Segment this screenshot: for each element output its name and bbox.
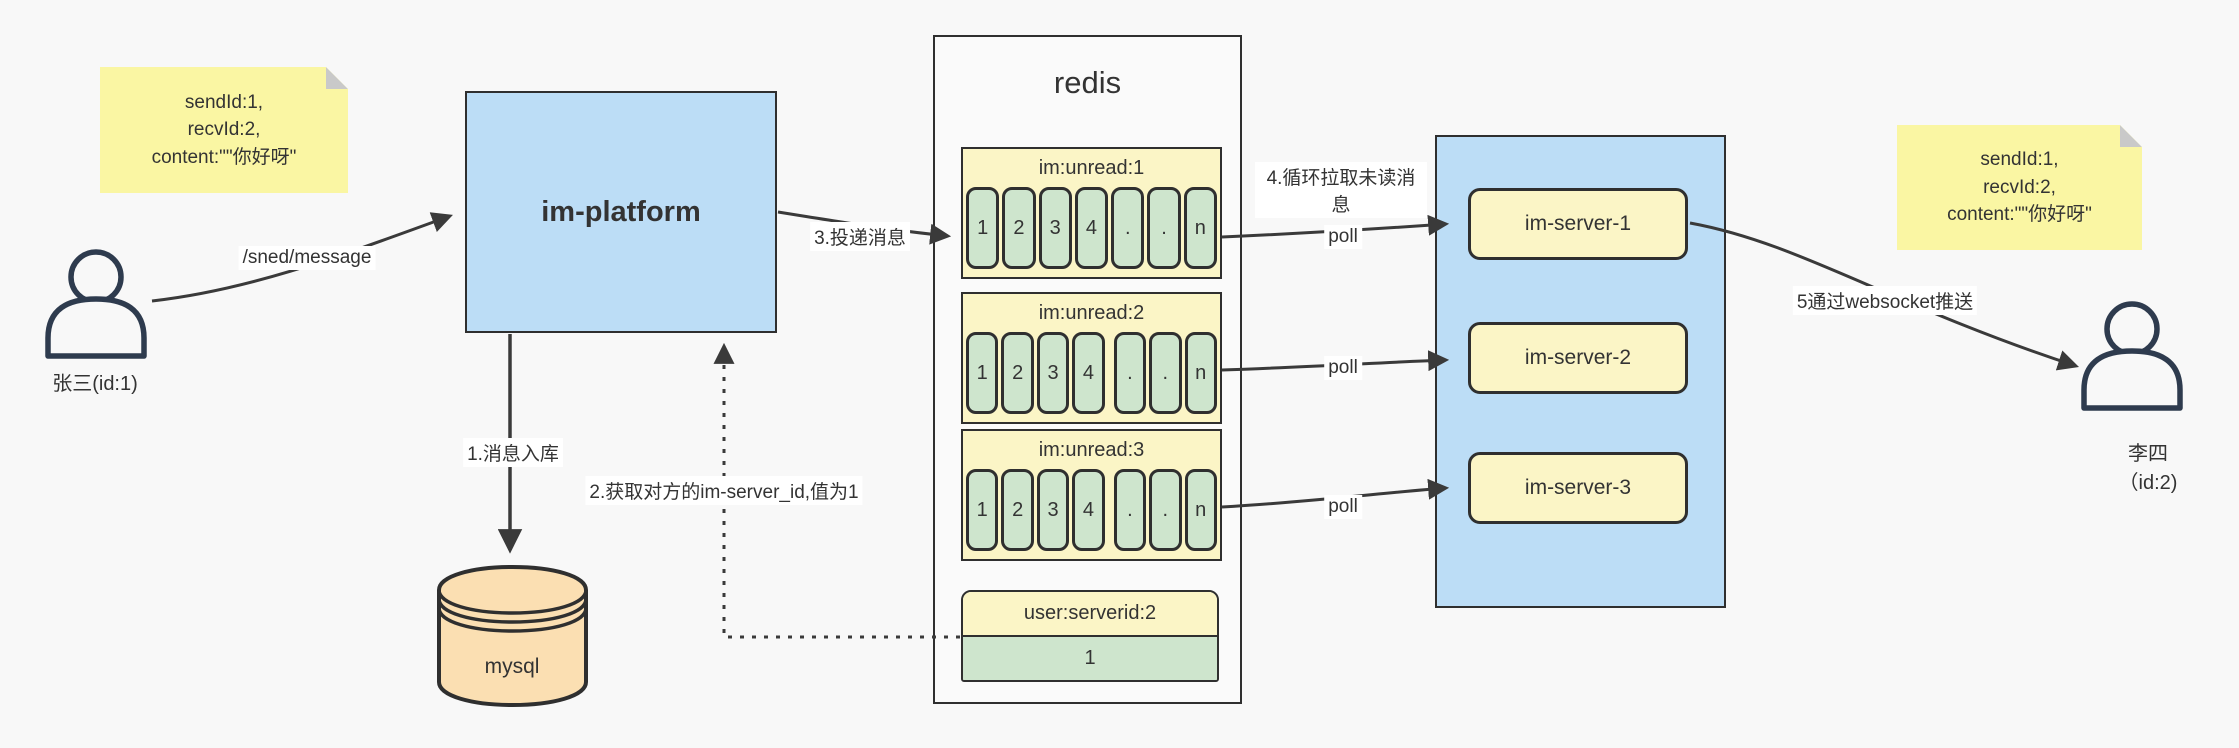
user-serverid-block: user:serverid:2 1 — [961, 590, 1219, 682]
kv-value: 1 — [963, 637, 1217, 680]
queue-cell: 1 — [966, 187, 1000, 269]
queue-header: im:unread:3 — [1038, 438, 1145, 461]
unread-queue-2: im:unread:2 1 2 3 4 . . n — [961, 292, 1222, 424]
queue-cell: n — [1184, 469, 1217, 551]
queue-cell: n — [1184, 332, 1217, 414]
queue-cell: . — [1113, 332, 1147, 414]
note-fold-corner-icon — [326, 67, 348, 89]
queue-cell: 1 — [966, 469, 999, 551]
im-server-2-box: im-server-2 — [1468, 322, 1688, 394]
receiver-message-note: sendId:1, recvId:2, content:""你好呀" — [1897, 125, 2142, 250]
poll-label-3: poll — [1324, 495, 1362, 519]
queue-cell: 4 — [1074, 187, 1109, 269]
im-server-label: im-server-1 — [1524, 212, 1632, 235]
queue-cell: 3 — [1038, 187, 1072, 269]
step4-label: 4.循环拉取未读消息 — [1255, 162, 1427, 218]
sender-person-icon — [45, 249, 147, 359]
queue-cell: . — [1113, 469, 1147, 551]
queue-cell: 3 — [1036, 332, 1070, 414]
note-line: content:""你好呀" — [1947, 204, 2092, 226]
queue-cells: 1 2 3 4 . . n — [963, 332, 1220, 414]
queue-cell: 2 — [1001, 332, 1034, 414]
receiver-person-icon — [2081, 301, 2183, 411]
redis-title: redis — [1053, 65, 1122, 100]
unread-queue-1: im:unread:1 1 2 3 4 . . n — [961, 147, 1222, 279]
note-line: sendId:1, — [1980, 149, 2059, 171]
im-server-1-box: im-server-1 — [1468, 188, 1688, 260]
unread-queue-3: im:unread:3 1 2 3 4 . . n — [961, 429, 1222, 561]
receiver-name-label: 李四（id:2) — [2118, 443, 2178, 494]
poll-label-2: poll — [1324, 356, 1362, 380]
sender-name-label: 张三(id:1) — [52, 373, 138, 395]
queue-cells: 1 2 3 4 . . n — [963, 187, 1220, 269]
queue-cell: 4 — [1072, 469, 1105, 551]
mysql-database-icon: mysql — [437, 564, 588, 708]
poll-label-1: poll — [1324, 225, 1362, 249]
im-server-3-box: im-server-3 — [1468, 452, 1688, 524]
step1-label: 1.消息入库 — [463, 438, 563, 467]
im-platform-label: im-platform — [541, 195, 701, 228]
step5-label: 5通过websocket推送 — [1792, 286, 1978, 315]
note-line: recvId:2, — [1983, 176, 2056, 198]
step3-label: 3.投递消息 — [810, 222, 910, 251]
queue-cell: 3 — [1036, 469, 1070, 551]
im-server-label: im-server-3 — [1524, 476, 1632, 499]
queue-cell: 1 — [966, 332, 999, 414]
queue-cell: 4 — [1072, 332, 1105, 414]
redis-container: redis im:unread:1 1 2 3 4 . . n im:unrea… — [933, 35, 1242, 704]
queue-cells: 1 2 3 4 . . n — [963, 469, 1220, 551]
queue-header: im:unread:2 — [1038, 301, 1145, 324]
im-platform-box: im-platform — [465, 91, 777, 333]
queue-cell: 2 — [1001, 469, 1034, 551]
note-line: sendId:1, — [184, 91, 264, 113]
queue-cell: 2 — [1002, 187, 1036, 269]
note-line: content:""你好呀" — [151, 146, 297, 168]
step2-label: 2.获取对方的im-server_id,值为1 — [585, 476, 863, 505]
queue-cell: . — [1111, 187, 1145, 269]
queue-header: im:unread:1 — [1038, 156, 1145, 179]
queue-cell: n — [1183, 187, 1217, 269]
note-fold-corner-icon — [2120, 125, 2142, 147]
queue-cell: . — [1147, 187, 1181, 269]
mysql-label: mysql — [485, 655, 540, 678]
queue-cell: . — [1149, 332, 1182, 414]
sender-message-note: sendId:1, recvId:2, content:""你好呀" — [100, 67, 348, 193]
note-line: recvId:2, — [187, 119, 261, 141]
im-server-label: im-server-2 — [1524, 346, 1632, 369]
kv-header: user:serverid:2 — [963, 592, 1217, 637]
queue-cell: . — [1149, 469, 1182, 551]
send-api-label: /sned/message — [238, 246, 376, 270]
im-server-group: im-server-1 im-server-2 im-server-3 — [1435, 135, 1726, 608]
